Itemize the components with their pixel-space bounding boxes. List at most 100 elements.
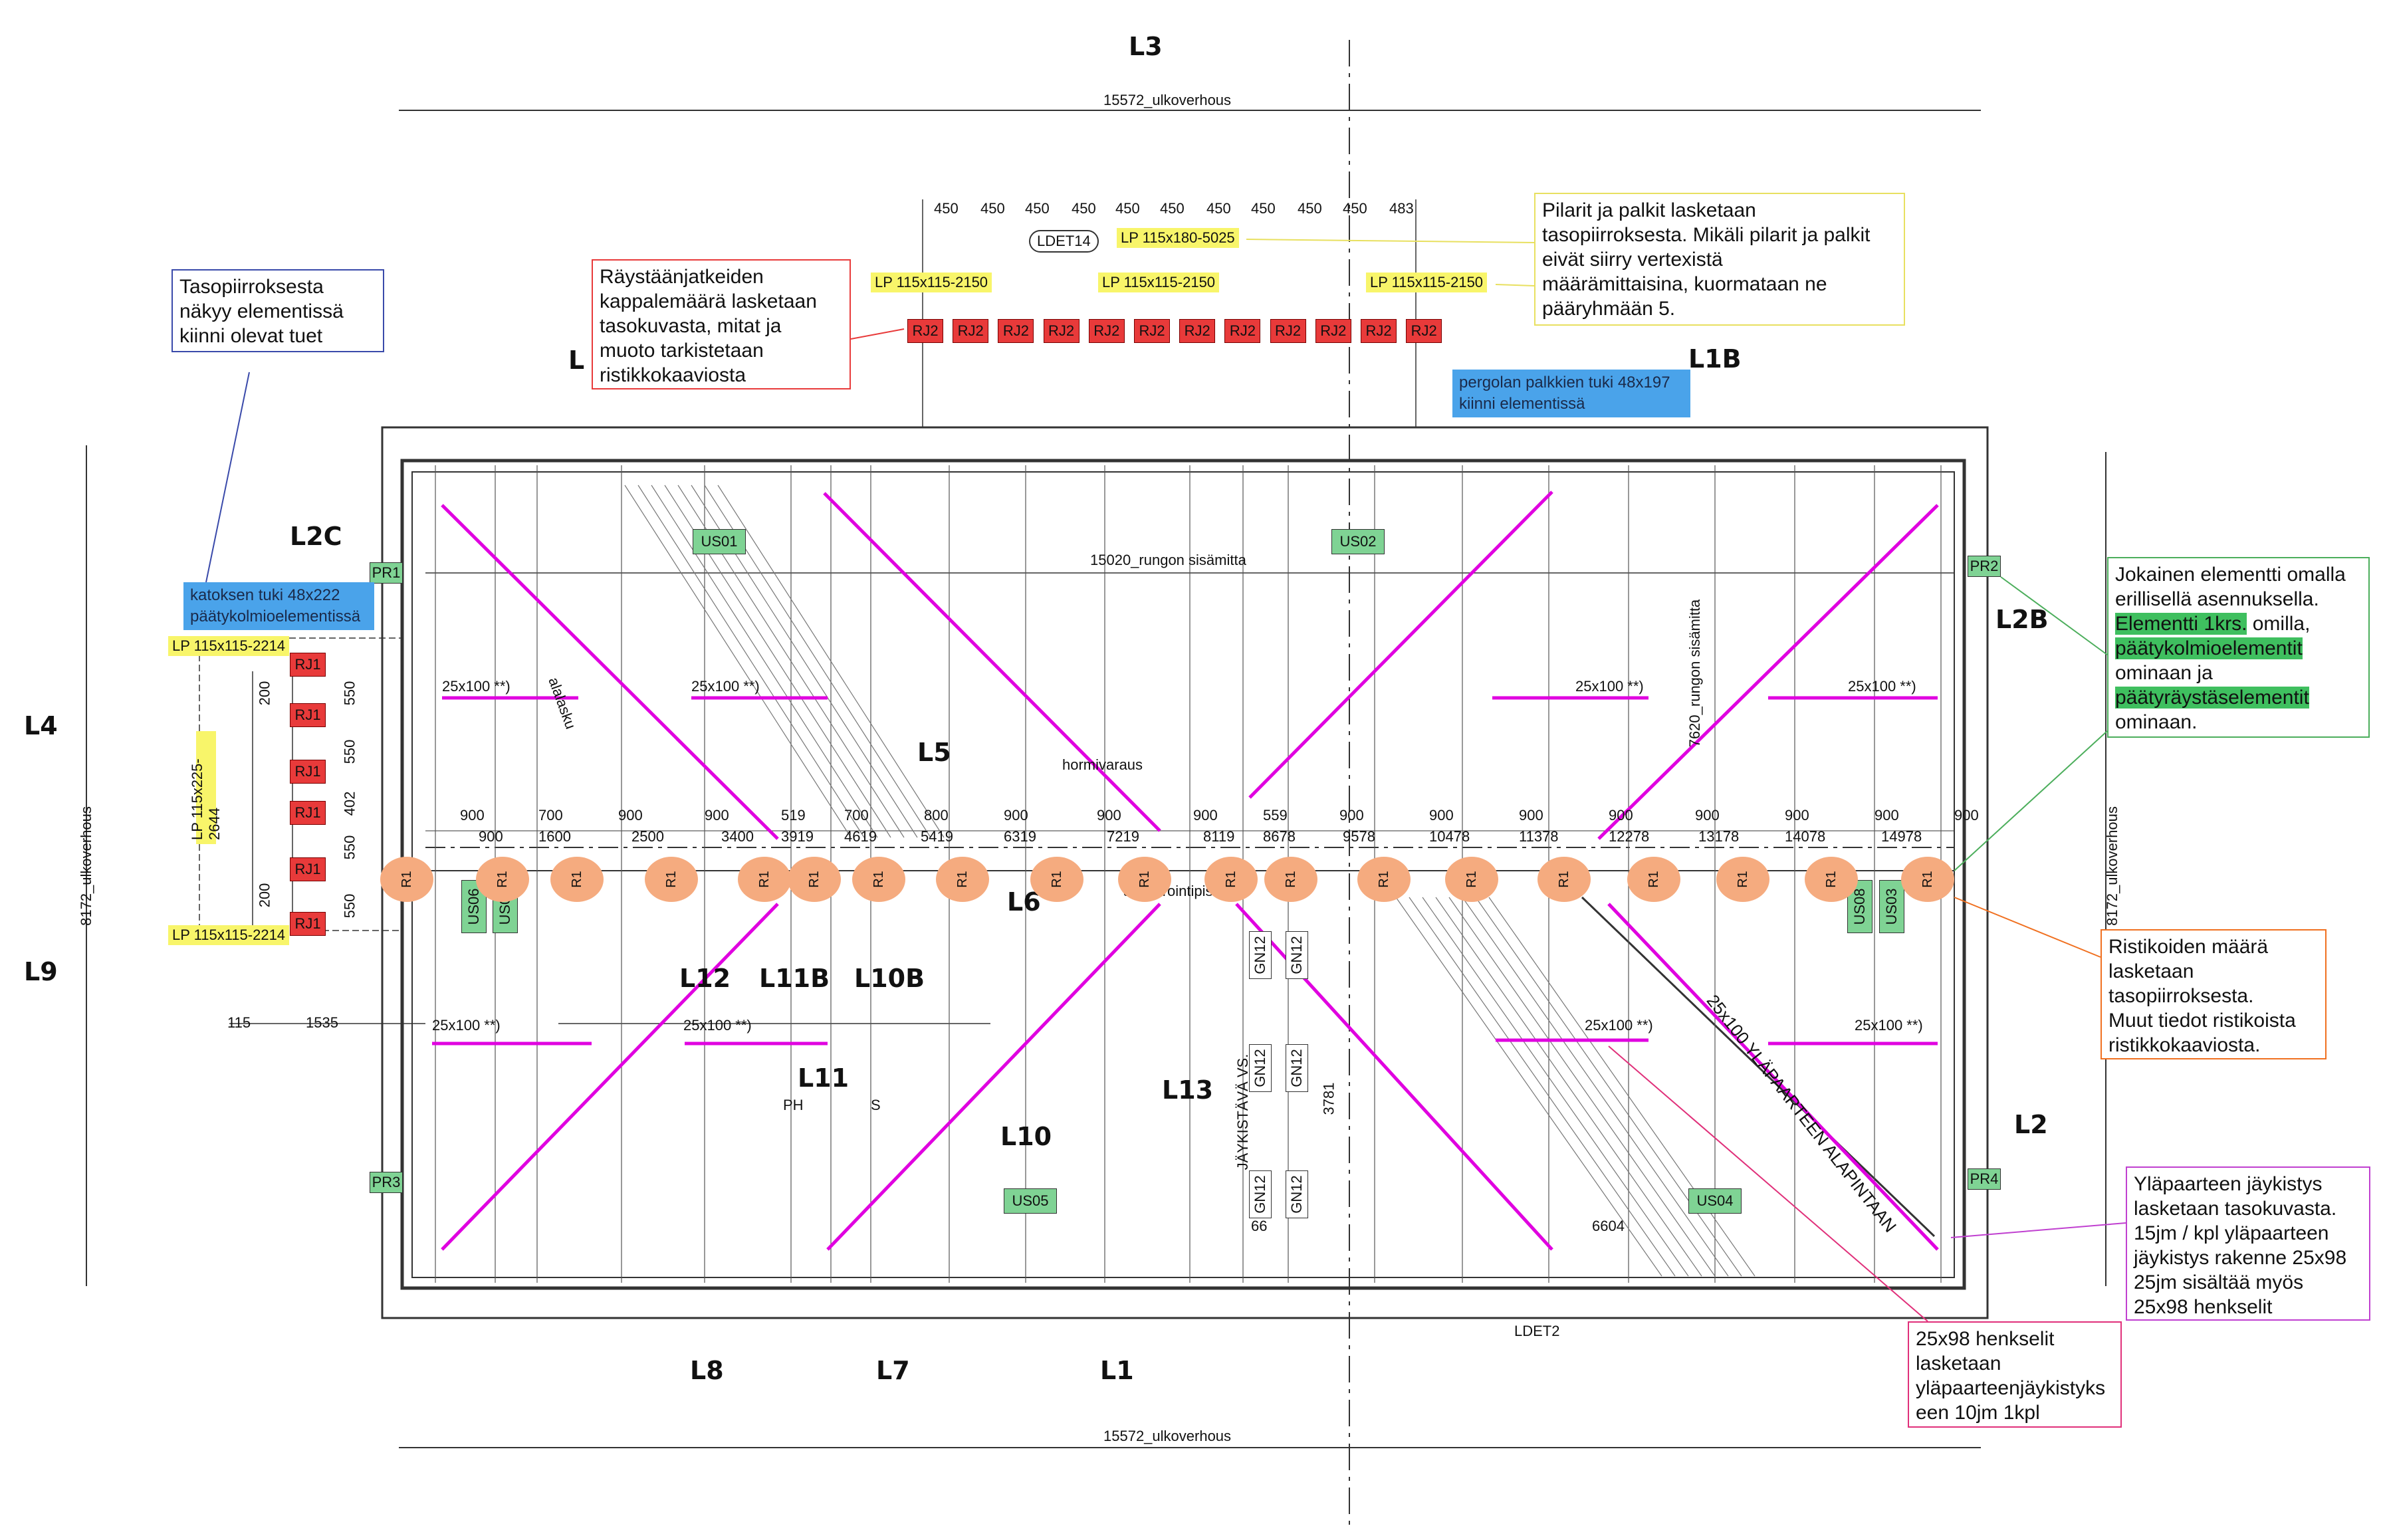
elementti-line3-highlight: Elementti 1krs. bbox=[2115, 613, 2247, 635]
gray-diagonal bbox=[637, 485, 865, 838]
magenta-brace bbox=[1607, 903, 1939, 1251]
ylapaarre-line4: jäykistys rakenne 25x98 bbox=[2134, 1247, 2347, 1269]
rj2-tag: RJ2 bbox=[1315, 319, 1351, 343]
view-label-L12: L12 bbox=[679, 964, 731, 993]
hormivaraus-label: hormivaraus bbox=[1062, 756, 1143, 773]
left-vertical-dim: 550 bbox=[341, 739, 358, 764]
spacing-row1-value: 700 bbox=[844, 807, 869, 824]
rj2-tag: RJ2 bbox=[1224, 319, 1261, 343]
dim-66: 66 bbox=[1251, 1218, 1268, 1234]
ylapaarre-line2: lasketaan tasokuvasta. bbox=[2134, 1198, 2337, 1220]
top-spacing-value: 450 bbox=[980, 200, 1005, 217]
spacing-row2-value: 14078 bbox=[1785, 828, 1826, 845]
us01-tag: US01 bbox=[693, 529, 746, 554]
leader-line-orange bbox=[1954, 897, 2101, 958]
spacing-row2-value: 3400 bbox=[721, 828, 754, 845]
leader-line-pink bbox=[1608, 1045, 1928, 1322]
view-label-L1: L1 bbox=[1100, 1356, 1134, 1385]
pr1-tag: PR1 bbox=[370, 562, 403, 584]
spacing-row2-value: 13178 bbox=[1698, 828, 1740, 845]
truss-r1-marker: R1 bbox=[788, 857, 841, 902]
gray-diagonal bbox=[624, 485, 852, 838]
truss-r1-marker: R1 bbox=[476, 857, 529, 902]
spacing-row1-value: 519 bbox=[781, 807, 806, 824]
us03-tag: US03 bbox=[1879, 880, 1904, 933]
dim-1535: 1535 bbox=[306, 1014, 338, 1031]
spacing-row2-value: 7219 bbox=[1107, 828, 1139, 845]
elementti-line7: ominaan. bbox=[2115, 711, 2198, 733]
top-spacing-value: 483 bbox=[1389, 200, 1414, 217]
brace-label: 25x100 **) bbox=[691, 678, 760, 695]
left-vertical-dim: 200 bbox=[256, 883, 273, 908]
truss-r1-marker: R1 bbox=[1716, 857, 1769, 902]
raystas-line4: muoto tarkistetaan bbox=[600, 340, 764, 362]
gray-diagonal bbox=[1462, 897, 1729, 1277]
rj1-tag: RJ1 bbox=[290, 653, 326, 677]
spacing-row2-value: 9578 bbox=[1343, 828, 1375, 845]
dim-6604: 6604 bbox=[1592, 1218, 1625, 1234]
elementti-line4: päätykolmioelementit bbox=[2115, 636, 2362, 661]
gray-diagonal bbox=[1422, 897, 1689, 1277]
left-vertical-dim: 550 bbox=[341, 681, 358, 706]
view-label-L10: L10 bbox=[1000, 1122, 1052, 1151]
spacing-row2-value: 1600 bbox=[538, 828, 571, 845]
tasopiirros-line3: kiinni olevat tuet bbox=[179, 325, 323, 347]
rj1-tag: RJ1 bbox=[290, 801, 326, 825]
raystas-line3: tasokuvasta, mitat ja bbox=[600, 315, 782, 337]
spacing-row1-value: 900 bbox=[1954, 807, 1979, 824]
gn12-tag: GN12 bbox=[1249, 931, 1272, 979]
view-label-L8: L8 bbox=[690, 1356, 724, 1385]
inner-height-dimension: 7620_rungon sisämitta bbox=[1686, 599, 1703, 748]
brace-label: 25x100 **) bbox=[442, 678, 511, 695]
tasopiirros-line2: näkyy elementissä bbox=[179, 300, 344, 322]
spacing-row1-value: 559 bbox=[1263, 807, 1288, 824]
rj2-tag: RJ2 bbox=[1088, 319, 1125, 343]
tasopiirros-tuet-note: Tasopiirroksesta näkyy elementissä kiinn… bbox=[171, 269, 384, 352]
lp-tag-top-c: LP 115x115-2150 bbox=[1366, 273, 1488, 292]
ldet14-label: LDET14 bbox=[1029, 230, 1099, 253]
truss-r1-marker: R1 bbox=[1204, 857, 1258, 902]
lp-tag-top-main: LP 115x180-5025 bbox=[1117, 228, 1239, 248]
rj2-tag: RJ2 bbox=[907, 319, 943, 343]
top-spacing-value: 450 bbox=[1072, 200, 1096, 217]
henkselit-line2: lasketaan bbox=[1916, 1353, 2001, 1375]
elementti-line5: ominaan ja bbox=[2115, 662, 2213, 684]
rj2-tag: RJ2 bbox=[1406, 319, 1442, 343]
top-spacing-value: 450 bbox=[1025, 200, 1050, 217]
top-spacing-value: 450 bbox=[1343, 200, 1367, 217]
pergola-note-line1: pergolan palkkien tuki 48x197 bbox=[1459, 374, 1670, 391]
pilarit-note: Pilarit ja palkit lasketaan tasopiirroks… bbox=[1534, 193, 1905, 326]
rj2-tag: RJ2 bbox=[1270, 319, 1306, 343]
view-label-L2C: L2C bbox=[290, 522, 342, 551]
lp-tag-top-a: LP 115x115-2150 bbox=[871, 273, 992, 292]
spacing-row2-value: 6319 bbox=[1004, 828, 1036, 845]
brace-label: 25x100 **) bbox=[1575, 678, 1644, 695]
pergola-support-note: pergolan palkkien tuki 48x197 kiinni ele… bbox=[1452, 370, 1690, 417]
top-overall-dimension: 15572_ulkoverhous bbox=[1103, 92, 1232, 108]
view-label-L2: L2 bbox=[2014, 1110, 2048, 1139]
leader-line-red bbox=[850, 328, 905, 340]
spacing-row2-value: 900 bbox=[479, 828, 503, 845]
elementti-line2: erillisellä asennuksella. bbox=[2115, 588, 2319, 610]
pilarit-line4: määrämittaisina, kuormataan ne bbox=[1542, 273, 1827, 295]
spacing-row1-value: 900 bbox=[1609, 807, 1633, 824]
view-label-L: L bbox=[568, 346, 585, 375]
view-label-L13: L13 bbox=[1162, 1075, 1214, 1105]
spacing-row1-value: 900 bbox=[1874, 807, 1899, 824]
truss-r1-marker: R1 bbox=[1627, 857, 1680, 902]
katos-note-line2: päätykolmioelementissä bbox=[190, 607, 361, 625]
leader-line-green bbox=[2000, 576, 2108, 655]
ristikot-line3: tasopiirroksesta. bbox=[2108, 985, 2254, 1007]
top-spacing-value: 450 bbox=[1206, 200, 1231, 217]
pr3-tag: PR3 bbox=[370, 1172, 403, 1193]
magenta-brace bbox=[441, 504, 779, 840]
spacing-row2-value: 2500 bbox=[631, 828, 664, 845]
rj2-tag: RJ2 bbox=[1361, 319, 1397, 343]
top-spacing-value: 450 bbox=[934, 200, 959, 217]
right-overall-dimension: 8172_ulkoverhous bbox=[2104, 806, 2120, 926]
gn12-tag: GN12 bbox=[1249, 1170, 1272, 1218]
spacing-row1-value: 900 bbox=[1519, 807, 1543, 824]
leader-line-yellow bbox=[1246, 239, 1535, 243]
spacing-row1-value: 900 bbox=[1695, 807, 1720, 824]
